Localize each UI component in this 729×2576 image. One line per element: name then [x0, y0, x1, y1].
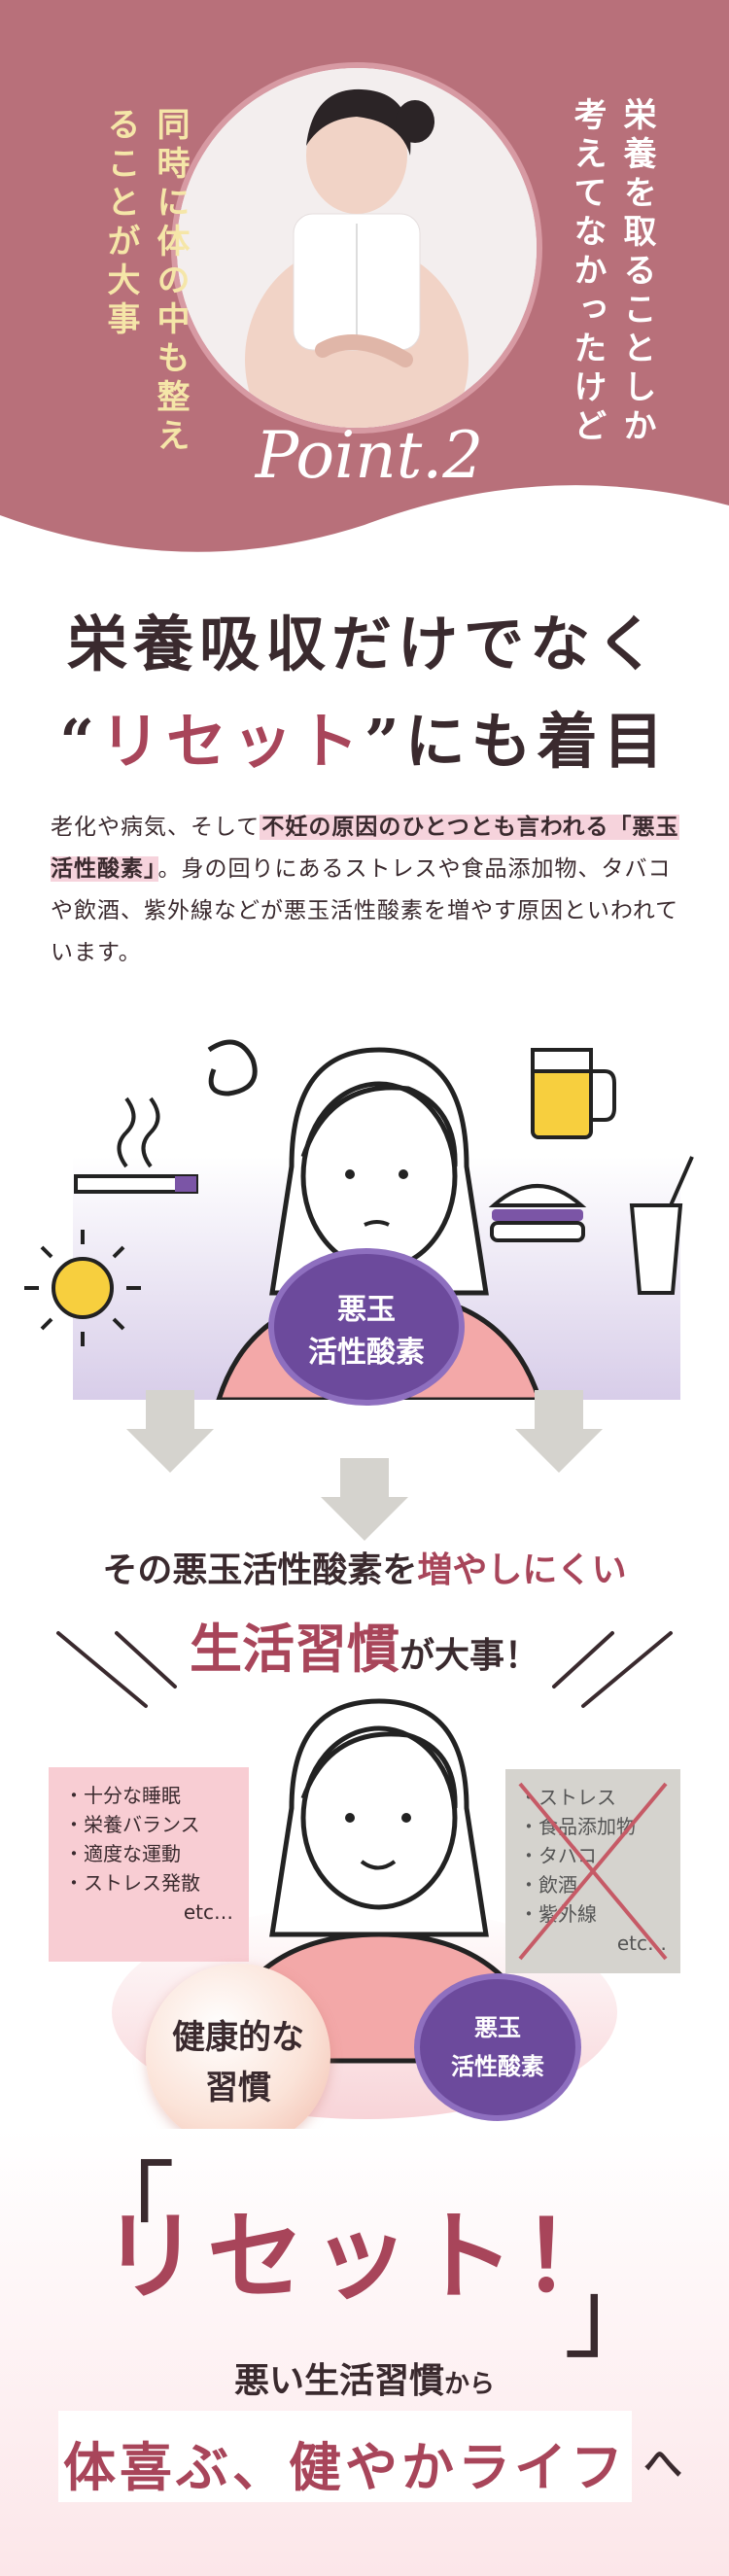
down-arrow-right-head: [515, 1429, 603, 1473]
woman-photo-illustration: [177, 68, 537, 428]
good-habit-item: ・十分な睡眠: [64, 1784, 181, 1807]
from-accent: 悪い生活習慣: [233, 2361, 444, 2401]
oxidative-causes-illustration: 悪玉 活性酸素: [0, 1011, 729, 1410]
cross-out-icon: [518, 1782, 668, 1961]
down-arrow-center: [340, 1458, 389, 1497]
title-accent-reset: リセット: [99, 706, 364, 777]
down-arrow-right: [535, 1390, 583, 1429]
woman-portrait: [177, 68, 537, 428]
bad-habit-item: ・ストレス: [519, 1786, 616, 1809]
oxidant-badge-line1: 悪玉: [337, 1293, 396, 1327]
title-open-quote: “: [59, 706, 100, 777]
drink-icon: [629, 1156, 694, 1295]
down-arrow-left-head: [126, 1429, 214, 1473]
healthy-habits-bubble: 健康的な 習慣: [146, 1964, 330, 2148]
healthy-line2: 習慣: [205, 2069, 271, 2107]
bad-habit-item: ・タバコ: [519, 1844, 597, 1867]
good-habit-item: ・適度な運動: [64, 1842, 181, 1865]
good-habit-item: ・栄養バランス: [64, 1813, 200, 1836]
lifestyle-to: へ: [643, 2442, 682, 2487]
beer-icon: [531, 1048, 616, 1139]
down-arrow-center-head: [321, 1497, 408, 1541]
good-habit-etc: etc…: [183, 1900, 233, 1924]
down-arrow-left: [146, 1390, 194, 1429]
habits-illustration: ・十分な睡眠 ・栄養バランス ・適度な運動 ・ストレス発散 etc… ・ストレス…: [0, 1691, 729, 2148]
reset-open-bracket: 「: [78, 2151, 175, 2265]
point-label: Point.2: [255, 418, 484, 493]
good-habit-item: ・ストレス発散: [64, 1871, 200, 1895]
bad-badge-line2: 活性酸素: [451, 2053, 544, 2080]
hero-section: 栄養を取ることしか考えてなかったけど 同時に体の中も整えることが大事 Point…: [0, 0, 729, 554]
line2-post: が大事！: [399, 1636, 539, 1676]
section2-line1: その悪玉活性酸素を増やしにくい: [0, 1542, 729, 1592]
hero-left-text: 同時に体の中も整えることが大事: [101, 107, 190, 457]
from-post: から: [444, 2370, 496, 2399]
burger-icon: [488, 1184, 587, 1242]
decorative-slashes: [56, 1631, 673, 1708]
line1-post: を: [382, 1550, 418, 1590]
bad-habit-item: ・食品添加物: [519, 1815, 636, 1838]
healthy-line1: 健康的な: [172, 2018, 304, 2057]
bad-badge-line1: 悪玉: [474, 2014, 521, 2041]
title-close-text: ”にも着目: [364, 706, 670, 777]
section2-line2: 生活習慣が大事！: [0, 1606, 729, 1683]
sun-icon: [24, 1230, 141, 1346]
lifestyle-box: [58, 2411, 632, 2502]
section1-title-line2: “リセット”にも着目: [0, 692, 729, 780]
section1-title-line1: 栄養吸収だけでなく: [66, 609, 662, 679]
reset-close-bracket: 」: [564, 2258, 661, 2372]
reset-heading: リセット！: [102, 2199, 627, 2314]
good-habits-box: ・十分な睡眠 ・栄養バランス ・適度な運動 ・ストレス発散 etc…: [49, 1767, 249, 1962]
bad-habit-item: ・飲酒: [519, 1873, 577, 1897]
line2-accent: 生活習慣: [189, 1619, 399, 1680]
from-bad-habits: 悪い生活習慣から: [0, 2352, 729, 2403]
line1-mid: 悪玉活性酸素: [172, 1550, 383, 1590]
line1-pre: その: [102, 1550, 173, 1590]
hero-right-text: 栄養を取ることしか考えてなかったけど: [568, 97, 656, 447]
section1-body: 老化や病気、そして不妊の原因のひとつとも言われる「悪玉活性酸素」。身の回りにある…: [51, 807, 680, 974]
line1-accent: 増やしにくい: [417, 1550, 627, 1590]
body-text-2: 。身の回りにあるストレスや食品添加物、タバコや飲酒、紫外線などが悪玉活性酸素を増…: [51, 856, 679, 965]
bad-oxidant-badge: 悪玉 活性酸素: [420, 1979, 575, 2115]
bad-habits-box: ・ストレス ・食品添加物 ・タバコ ・飲酒 ・紫外線 etc…: [505, 1769, 680, 1973]
oxidant-badge: 悪玉 活性酸素: [274, 1254, 459, 1400]
oxidant-badge-line2: 活性酸素: [308, 1336, 425, 1370]
lifestyle-text: 体喜ぶ、健やかライフ: [63, 2436, 627, 2498]
body-text-1: 老化や病気、そして: [51, 815, 260, 840]
